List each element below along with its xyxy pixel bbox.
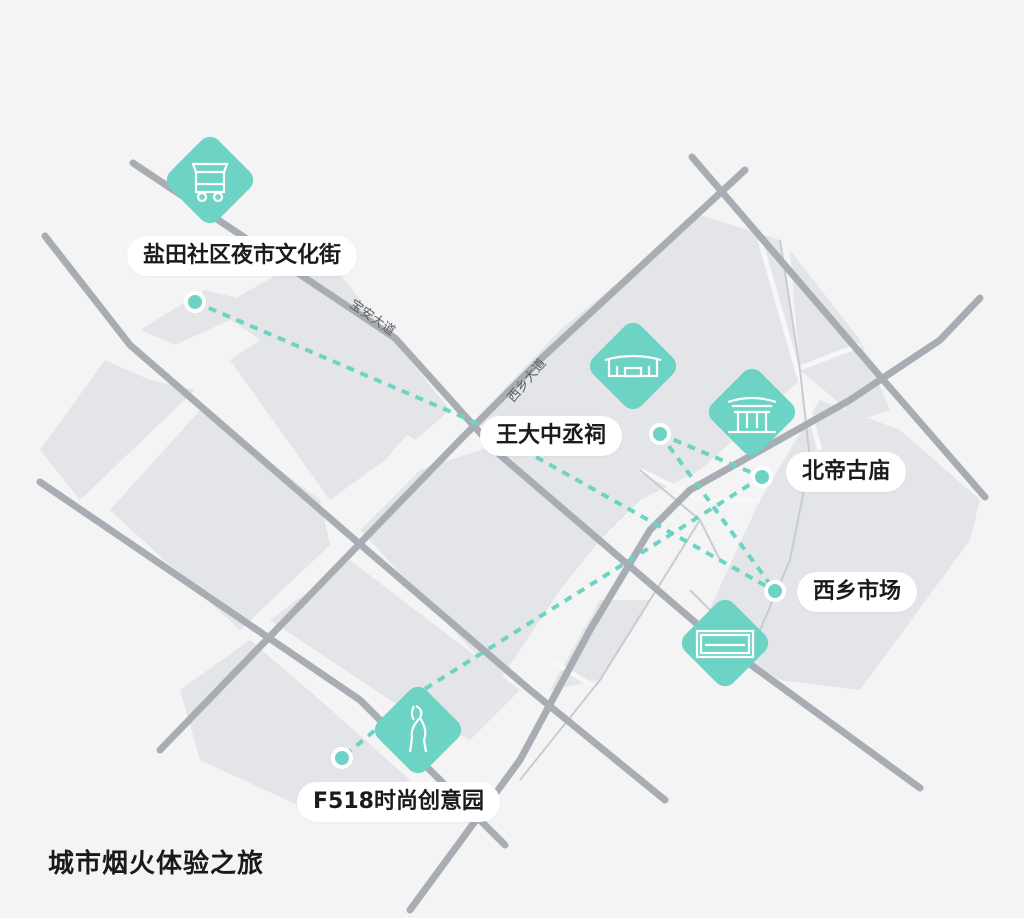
place-label-ancestral-hall[interactable]: 王大中丞祠 [480,416,623,456]
dot-beidi-temple[interactable] [751,466,773,488]
place-label-f518[interactable]: F518时尚创意园 [297,782,500,822]
minor-roads [548,239,861,693]
map-title: 城市烟火体验之旅 [48,849,265,879]
place-dots [184,291,786,769]
place-label-xixiang-market[interactable]: 西乡市场 [797,572,918,612]
dot-xixiang-market[interactable] [764,580,786,602]
sculpture-icon[interactable] [370,682,466,778]
place-label-beidi-temple[interactable]: 北帝古庙 [786,452,907,492]
temple-gate-icon[interactable] [704,364,800,460]
ancestral-hall-icon[interactable] [585,318,681,414]
place-label-night-market[interactable]: 盐田社区夜市文化街 [127,236,358,276]
dot-night-market[interactable] [184,291,206,313]
dot-ancestral-hall[interactable] [649,423,671,445]
market-icon[interactable] [677,595,773,691]
food-cart-icon[interactable] [162,132,258,228]
dot-f518[interactable] [331,747,353,769]
